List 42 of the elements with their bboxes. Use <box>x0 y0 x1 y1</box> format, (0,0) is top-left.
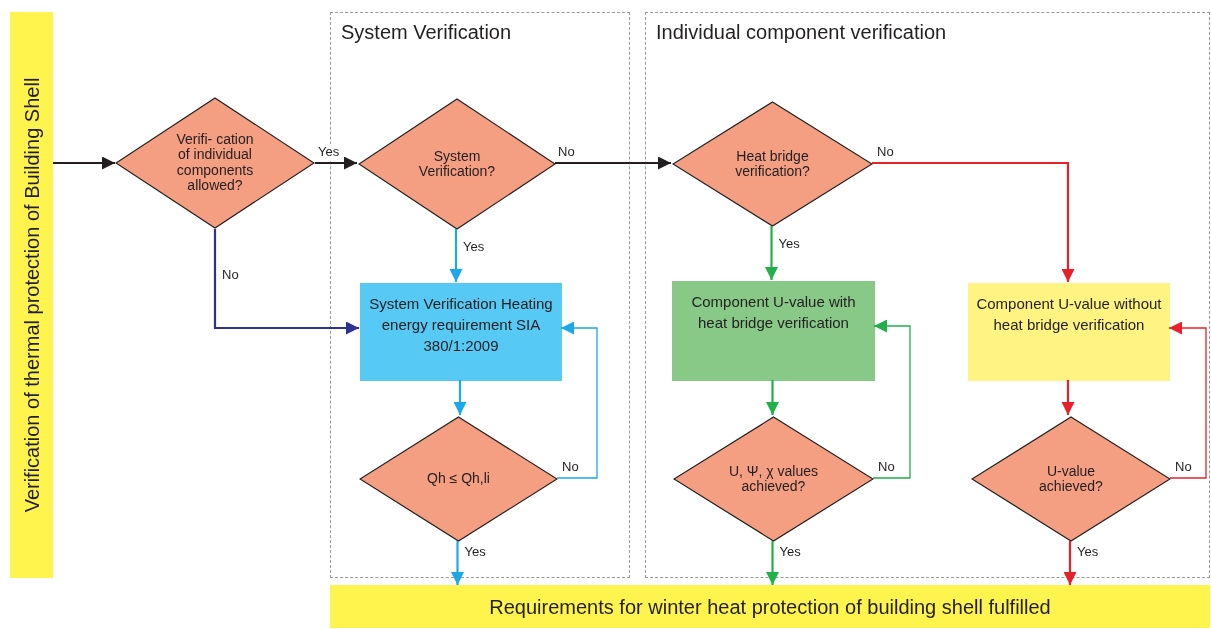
arrow <box>872 319 911 479</box>
process-box <box>360 283 562 381</box>
arrow <box>556 321 598 479</box>
decision-text: System Verification? <box>417 148 497 180</box>
decision-text: Qh ≤ Qh,li <box>426 471 491 487</box>
process-box <box>968 283 1170 381</box>
arrow <box>766 380 779 415</box>
group-frame <box>645 12 1210 578</box>
decision-text: U, Ψ, χ values achieved? <box>727 463 820 495</box>
arrow <box>1063 541 1077 585</box>
edge-label: Yes <box>317 144 341 160</box>
group-title: System Verification <box>341 21 512 44</box>
process-text: Component U-value without heat bridge verification <box>976 294 1162 335</box>
decision-diamond <box>971 416 1171 542</box>
arrow <box>1168 321 1207 479</box>
process-text: Component U-value with heat bridge verification <box>690 292 857 333</box>
arrow <box>555 156 671 170</box>
process-text: System Verification Heating energy requirement SIA 380/1:2009 <box>368 294 554 356</box>
arrow <box>453 380 467 415</box>
decision-text: U-value achieved? <box>1038 463 1104 495</box>
group-title: Individual component verification <box>656 21 947 44</box>
arrow <box>315 156 357 170</box>
title-band <box>10 12 53 578</box>
arrow <box>872 161 1075 282</box>
result-band <box>330 585 1210 628</box>
decision-text: Verifi- cation of individual components allowed? <box>175 132 255 194</box>
decision-diamond <box>672 101 873 227</box>
band-title: Verification of thermal protection of Building Shell <box>20 77 43 513</box>
decision-diamond <box>673 416 874 542</box>
decision-diamond <box>115 97 315 229</box>
arrow <box>451 541 464 585</box>
result-text: Requirements for winter heat protection of building shell fulfilled <box>489 595 1051 618</box>
decision-diamond <box>358 98 556 230</box>
arrow <box>765 226 778 280</box>
arrow <box>53 156 115 170</box>
arrow <box>213 229 359 335</box>
decision-diamond <box>359 416 558 542</box>
arrow <box>1061 380 1075 415</box>
process-box <box>672 281 875 381</box>
arrow <box>766 541 779 585</box>
decision-text: Heat bridge verification? <box>734 148 811 180</box>
arrow <box>449 229 463 282</box>
